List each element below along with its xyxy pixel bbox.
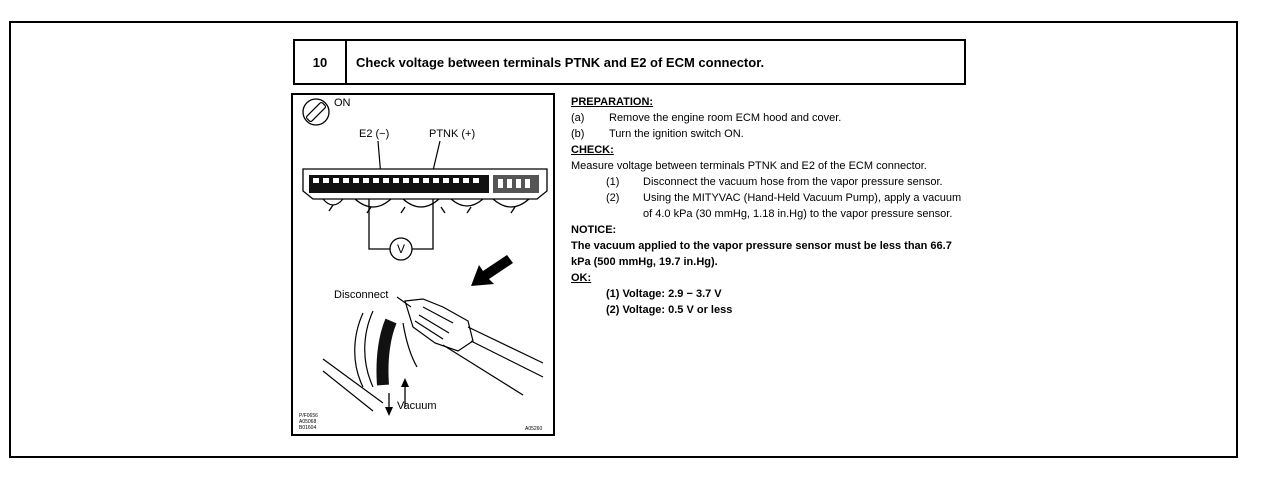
ok-line: (2) Voltage: 0.5 V or less xyxy=(606,304,733,316)
step-title: Check voltage between terminals PTNK and… xyxy=(356,54,765,70)
e2-terminal-label: E2 (−) xyxy=(359,128,390,140)
voltmeter-icon xyxy=(389,237,413,261)
preparation-item: (a) Remove the engine room ECM hood and … xyxy=(571,112,842,124)
direction-arrow-icon xyxy=(471,255,513,286)
ecm-connector-diagram xyxy=(302,98,548,416)
step-header: 10 Check voltage between terminals PTNK … xyxy=(293,39,966,85)
voltmeter-label: V xyxy=(397,242,406,256)
ok-line: (1) Voltage: 2.9 − 3.7 V xyxy=(606,288,722,300)
ptnk-terminal-label: PTNK (+) xyxy=(429,128,476,140)
ecm-connector-icon xyxy=(302,168,548,214)
notice-heading: NOTICE: xyxy=(571,224,617,236)
ok-heading: OK: xyxy=(571,272,592,284)
instructions: PREPARATION: (a) Remove the engine room … xyxy=(571,94,967,318)
switch-on-label: ON xyxy=(334,97,351,109)
notice-text: The vacuum applied to the vapor pressure… xyxy=(571,240,952,268)
ignition-switch-icon xyxy=(302,98,330,126)
page-frame xyxy=(9,21,1238,458)
vapor-pressure-sensor-icon xyxy=(322,298,544,412)
preparation-item: (b) Turn the ignition switch ON. xyxy=(571,128,744,140)
step-number: 10 xyxy=(295,41,347,83)
check-item: (2) Using the MITYVAC (Hand-Held Vacuum … xyxy=(606,192,962,220)
vacuum-label: Vacuum xyxy=(397,400,437,412)
diagram-figure: ON E2 (−) PTNK (+) V Disconnect Vacuum P… xyxy=(291,93,555,436)
disconnect-label: Disconnect xyxy=(334,289,389,301)
check-intro: Measure voltage between terminals PTNK a… xyxy=(571,160,927,172)
check-item: (1) Disconnect the vacuum hose from the … xyxy=(606,176,943,188)
figure-code-right: A05260 xyxy=(525,426,543,432)
figure-codes-left: P/F0656 A05068 B01604 xyxy=(299,413,318,431)
preparation-heading: PREPARATION: xyxy=(571,96,654,108)
check-heading: CHECK: xyxy=(571,144,614,156)
